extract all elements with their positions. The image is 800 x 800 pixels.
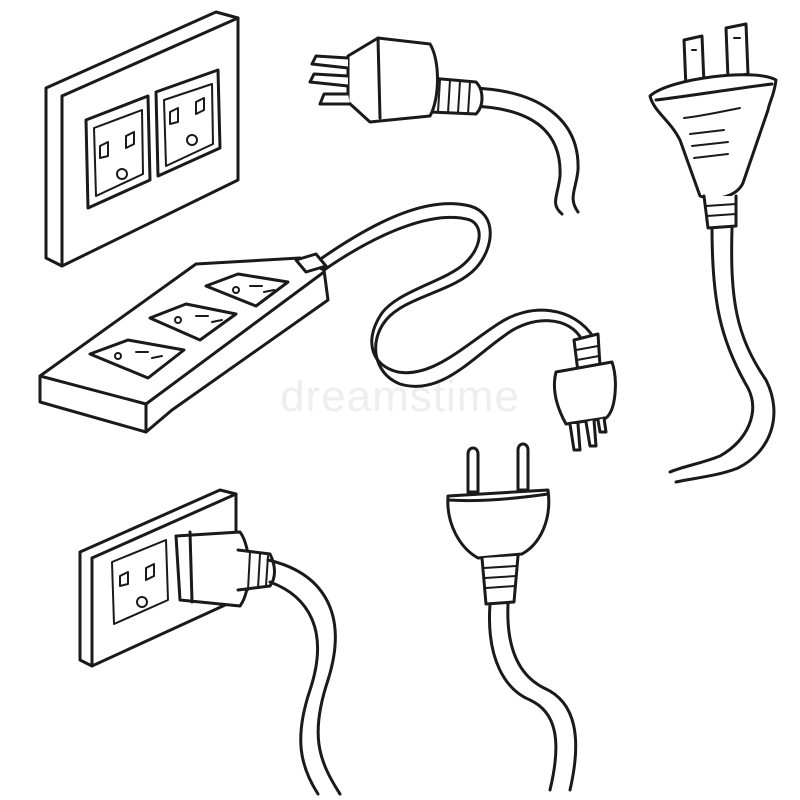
power-plug-two-flat-prong-icon (648, 22, 778, 484)
power-strip-icon (38, 202, 617, 452)
power-strip-outlet (148, 302, 238, 342)
power-strip-outlet (88, 338, 186, 380)
plug-in-wall-socket-icon (78, 488, 342, 796)
power-strip-plug (552, 332, 617, 452)
power-plug-round-pin-icon (446, 442, 578, 792)
power-plug-three-prong-icon (308, 36, 580, 216)
power-strip-outlet (204, 272, 290, 308)
wall-socket-double-icon (44, 10, 240, 268)
